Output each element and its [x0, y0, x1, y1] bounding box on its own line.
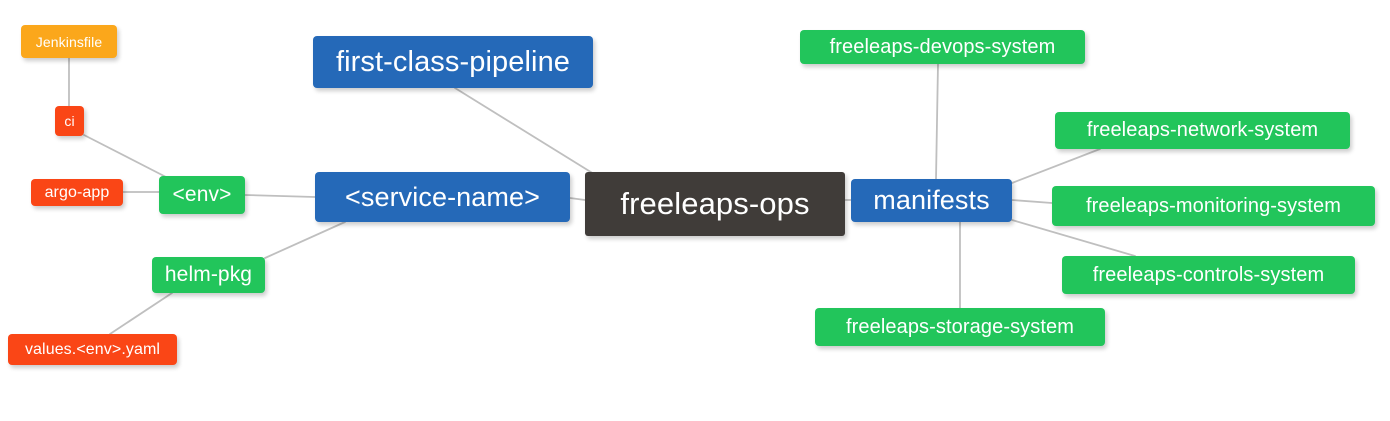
node-label: freeleaps-network-system: [1086, 119, 1319, 141]
node-values-yaml[interactable]: values.<env>.yaml: [8, 334, 177, 365]
node-label: freeleaps-ops: [620, 186, 810, 221]
node-label: manifests: [873, 185, 990, 215]
edge-manifests-to-freeleaps-network-system: [1011, 148, 1101, 184]
node-label: Jenkinsfile: [35, 33, 103, 50]
node-label: argo-app: [44, 183, 110, 201]
node-freeleaps-network-system[interactable]: freeleaps-network-system: [1055, 112, 1350, 149]
node-label: freeleaps-storage-system: [845, 315, 1075, 338]
edge-freeleaps-ops-to-first-class-pipeline: [454, 87, 595, 175]
node-label: first-class-pipeline: [335, 45, 571, 78]
node-ci[interactable]: ci: [55, 106, 84, 136]
node-freeleaps-controls-system[interactable]: freeleaps-controls-system: [1062, 256, 1355, 294]
node-label: helm-pkg: [164, 263, 253, 286]
node-freeleaps-ops[interactable]: freeleaps-ops: [585, 172, 845, 236]
node-freeleaps-storage-system[interactable]: freeleaps-storage-system: [815, 308, 1105, 346]
edge-service-name-to-helm-pkg: [264, 221, 346, 259]
edge-env-to-ci: [83, 134, 167, 178]
edge-helm-pkg-to-values-yaml: [109, 292, 173, 335]
node-manifests[interactable]: manifests: [851, 179, 1012, 222]
node-env[interactable]: <env>: [159, 176, 245, 214]
edge-service-name-to-env: [244, 194, 316, 198]
node-label: freeleaps-devops-system: [829, 35, 1056, 58]
node-service-name[interactable]: <service-name>: [315, 172, 570, 222]
node-first-class-pipeline[interactable]: first-class-pipeline: [313, 36, 593, 88]
node-label: <service-name>: [345, 181, 540, 212]
edge-manifests-to-freeleaps-monitoring-system: [1011, 199, 1053, 204]
node-label: freeleaps-controls-system: [1092, 263, 1325, 286]
node-freeleaps-devops-system[interactable]: freeleaps-devops-system: [800, 30, 1085, 64]
node-jenkinsfile[interactable]: Jenkinsfile: [21, 25, 117, 58]
node-label: freeleaps-monitoring-system: [1085, 194, 1341, 217]
node-label: ci: [64, 113, 75, 129]
edge-manifests-to-freeleaps-devops-system: [935, 63, 939, 180]
node-freeleaps-monitoring-system[interactable]: freeleaps-monitoring-system: [1052, 186, 1375, 226]
edge-freeleaps-ops-to-service-name: [569, 197, 586, 201]
node-argo-app[interactable]: argo-app: [31, 179, 123, 206]
node-label: <env>: [172, 183, 232, 206]
node-helm-pkg[interactable]: helm-pkg: [152, 257, 265, 293]
node-label: values.<env>.yaml: [24, 340, 161, 358]
